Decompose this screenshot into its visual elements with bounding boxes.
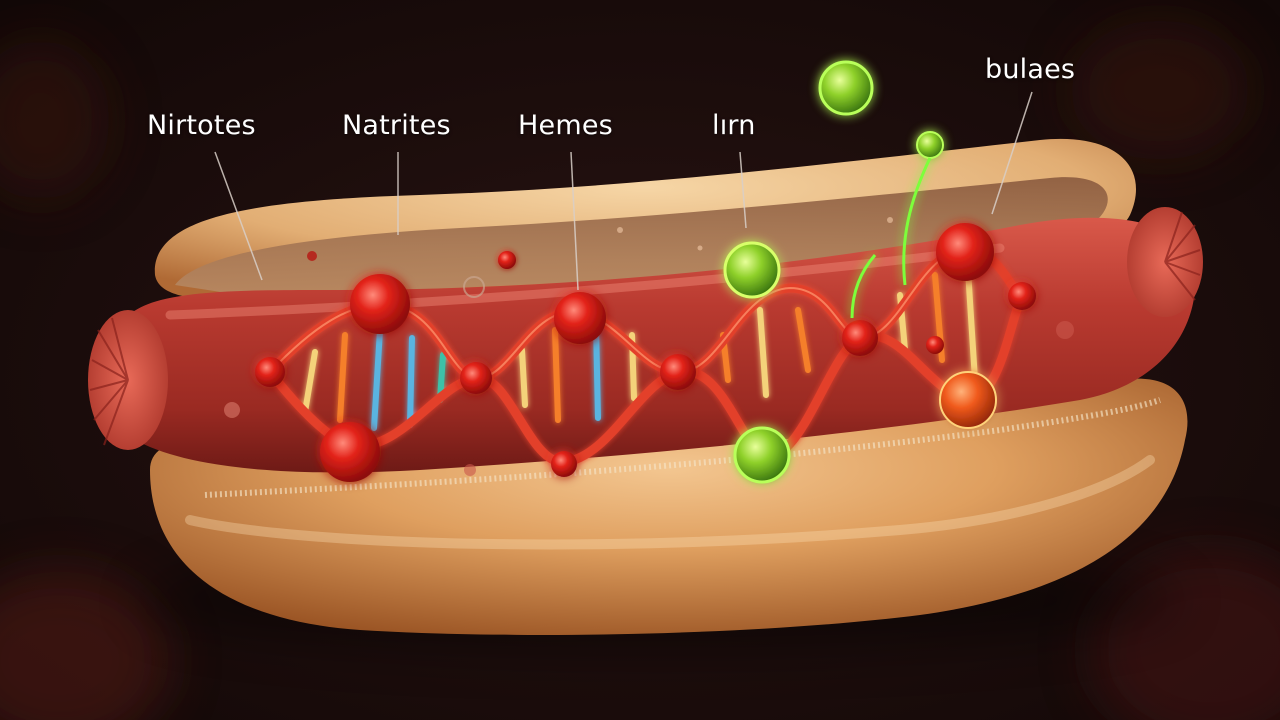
label-hemes: Hemes — [518, 110, 613, 141]
label-natrites: Natrites — [342, 110, 451, 141]
label-irn: lırn — [712, 110, 756, 141]
label-bulaes: bulaes — [985, 54, 1076, 85]
green-molecules — [723, 60, 944, 484]
label-nirtotes: Nirtotes — [147, 110, 256, 141]
sausage-end-left — [88, 310, 168, 450]
particles — [224, 217, 1074, 476]
red-molecules — [255, 223, 1036, 482]
sausage-end-right — [1127, 207, 1203, 317]
label-leader-lines — [214, 91, 1033, 291]
